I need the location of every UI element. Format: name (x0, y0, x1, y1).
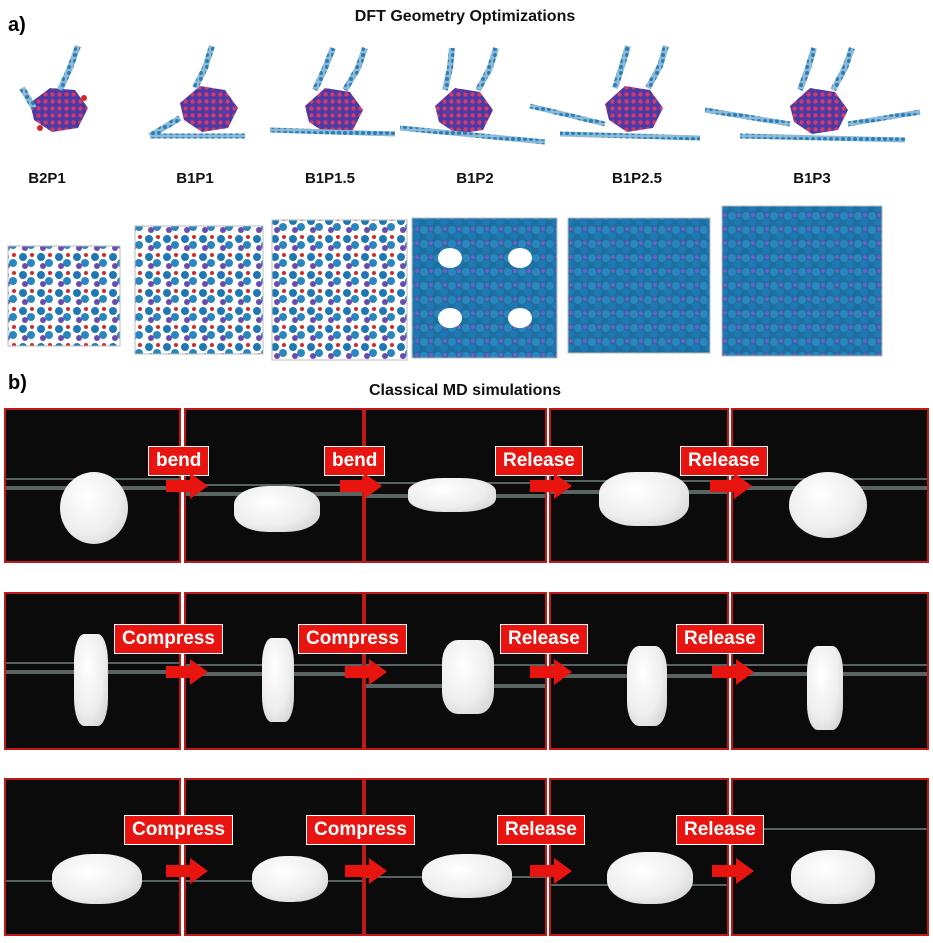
action-label: bend (148, 446, 210, 476)
photo-frame (364, 592, 547, 750)
panel-a-letter: a) (8, 14, 26, 36)
sample-disc (74, 634, 108, 726)
crystal-b1p1 (134, 225, 264, 355)
molecule-structures (19, 44, 921, 145)
sample-disc (627, 646, 667, 726)
molecule-b2p1 (19, 44, 88, 132)
photo-frame (184, 592, 364, 750)
right-arrow-icon (166, 659, 208, 685)
photo-frame (549, 592, 729, 750)
sample-disc (789, 472, 867, 538)
action-label: Compress (306, 815, 415, 845)
crystal-b2p1 (7, 245, 121, 347)
action-label: Release (680, 446, 768, 476)
action-label: Release (495, 446, 583, 476)
photo-frame (364, 778, 547, 936)
right-arrow-icon (710, 473, 752, 499)
right-arrow-icon (345, 659, 387, 685)
right-arrow-icon (340, 473, 382, 499)
molecule-label-b1p2-5: B1P2.5 (611, 170, 663, 187)
right-arrow-icon (712, 659, 754, 685)
sample-disc (422, 854, 512, 898)
action-label: bend (324, 446, 386, 476)
molecule-label-b1p3: B1P3 (793, 170, 831, 187)
panel-a-title: DFT Geometry Optimizations (354, 8, 576, 25)
crystal-b1p2 (411, 217, 558, 359)
panel-b-letter: b) (8, 372, 27, 394)
sample-disc (252, 856, 328, 902)
molecule-b1p1 (148, 45, 245, 139)
molecule-b1p3 (704, 47, 921, 143)
photo-frame (731, 592, 929, 750)
right-arrow-icon (530, 858, 572, 884)
crystal-b1p1-5 (271, 219, 408, 361)
action-label: Release (676, 624, 764, 654)
panel-b-title: Classical MD simulations (368, 382, 562, 399)
action-label: Compress (114, 624, 223, 654)
sample-disc (607, 852, 693, 904)
right-arrow-icon (345, 858, 387, 884)
photo-frame (184, 408, 364, 563)
right-arrow-icon (712, 858, 754, 884)
right-arrow-icon (166, 473, 208, 499)
molecule-b1p1-5 (269, 46, 396, 137)
photo-frame (549, 408, 729, 563)
photo-frame (731, 408, 929, 563)
crystal-b1p3 (721, 205, 883, 357)
molecule-b1p2 (399, 47, 546, 145)
molecule-label-b2p1: B2P1 (28, 170, 66, 187)
sample-disc (408, 478, 496, 512)
sample-disc (807, 646, 843, 730)
sample-disc (791, 850, 875, 904)
molecule-label-b1p2: B1P2 (456, 170, 494, 187)
sample-disc (262, 638, 294, 722)
sample-disc (442, 640, 494, 714)
action-label: Compress (298, 624, 407, 654)
molecule-b1p2-5 (529, 45, 701, 141)
sample-disc (60, 472, 128, 544)
photo-frame (4, 408, 181, 563)
right-arrow-icon (530, 659, 572, 685)
action-label: Release (500, 624, 588, 654)
crystal-packings (7, 205, 883, 361)
molecule-label-b1p1-5: B1P1.5 (304, 170, 356, 187)
sample-disc (234, 486, 320, 532)
photo-frame (364, 408, 547, 563)
sample-disc (599, 472, 689, 526)
right-arrow-icon (166, 858, 208, 884)
crystal-b1p2-5 (567, 217, 711, 354)
photo-frame (549, 778, 729, 936)
action-label: Compress (124, 815, 233, 845)
photo-frame (184, 778, 364, 936)
photo-frame (4, 592, 181, 750)
sample-disc (52, 854, 142, 904)
action-label: Release (497, 815, 585, 845)
right-arrow-icon (530, 473, 572, 499)
action-label: Release (676, 815, 764, 845)
photo-frame (4, 778, 181, 936)
photo-frame (731, 778, 929, 936)
molecule-label-b1p1: B1P1 (176, 170, 214, 187)
